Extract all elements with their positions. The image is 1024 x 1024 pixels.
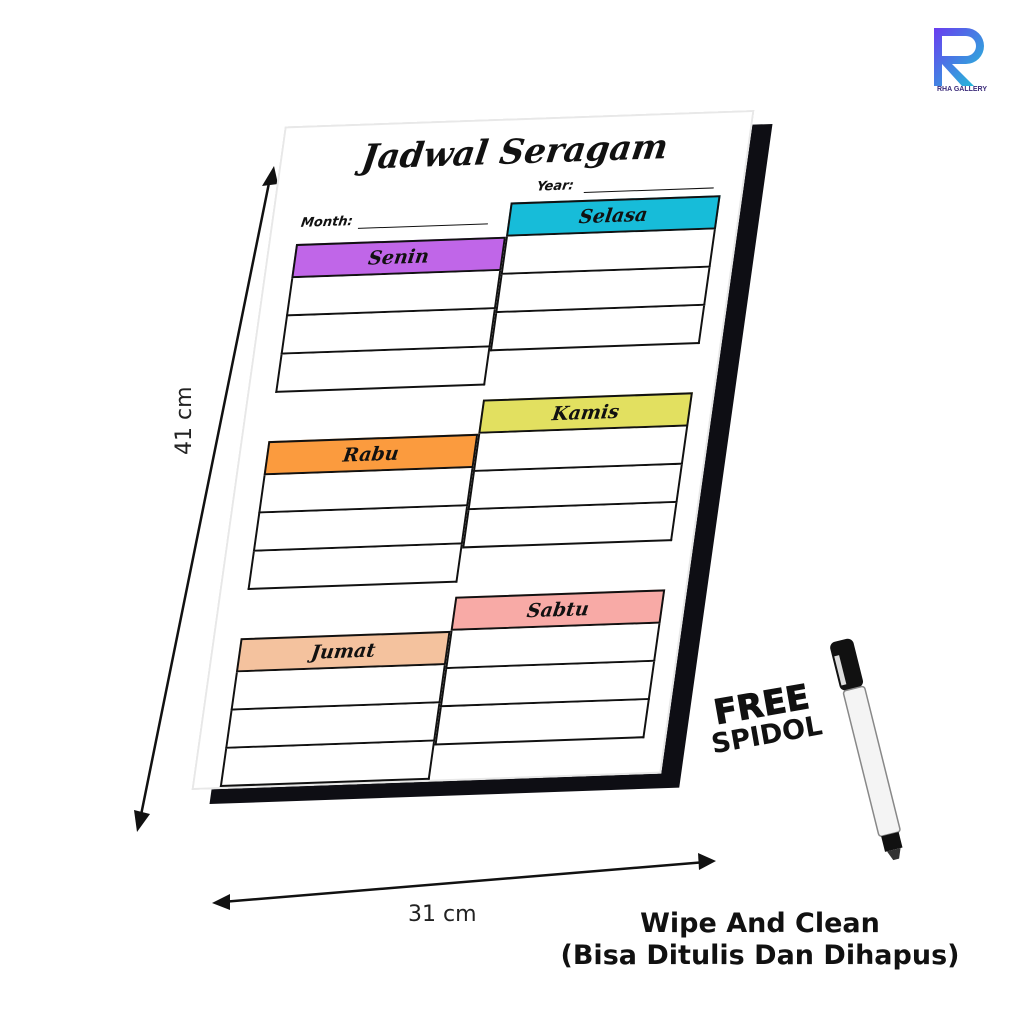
day-block-jumat: Jumat <box>219 630 451 788</box>
year-label: Year: <box>535 178 575 195</box>
marker-pen-icon <box>830 638 903 861</box>
day-block-selasa: Selasa <box>489 195 721 352</box>
logo-text: RHA GALLERY <box>936 86 988 93</box>
day-block-rabu: Rabu <box>247 433 479 590</box>
board-face-container: Jadwal Seragam Month: Year: Senin Rabu J… <box>191 109 755 791</box>
year-line <box>583 187 714 193</box>
schedule-row <box>434 699 650 746</box>
caption-line-2: (Bisa Ditulis Dan Dihapus) <box>560 940 960 972</box>
rha-gallery-logo <box>934 28 984 86</box>
day-block-senin: Senin <box>275 236 506 393</box>
month-line <box>357 223 488 229</box>
board-face: Jadwal Seragam Month: Year: Senin Rabu J… <box>191 109 755 791</box>
width-dimension-label: 31 cm <box>408 902 477 927</box>
board-title: Jadwal Seragam <box>359 126 671 178</box>
product-caption: Wipe And Clean (Bisa Ditulis Dan Dihapus… <box>500 908 1020 973</box>
caption-line-1: Wipe And Clean <box>640 908 880 939</box>
schedule-row <box>489 305 706 352</box>
month-label: Month: <box>299 214 354 231</box>
schedule-row <box>247 544 463 590</box>
schedule-row <box>275 347 491 393</box>
day-block-sabtu: Sabtu <box>434 589 666 746</box>
schedule-row <box>462 502 678 549</box>
day-block-kamis: Kamis <box>462 392 693 549</box>
schedule-row <box>219 741 436 788</box>
